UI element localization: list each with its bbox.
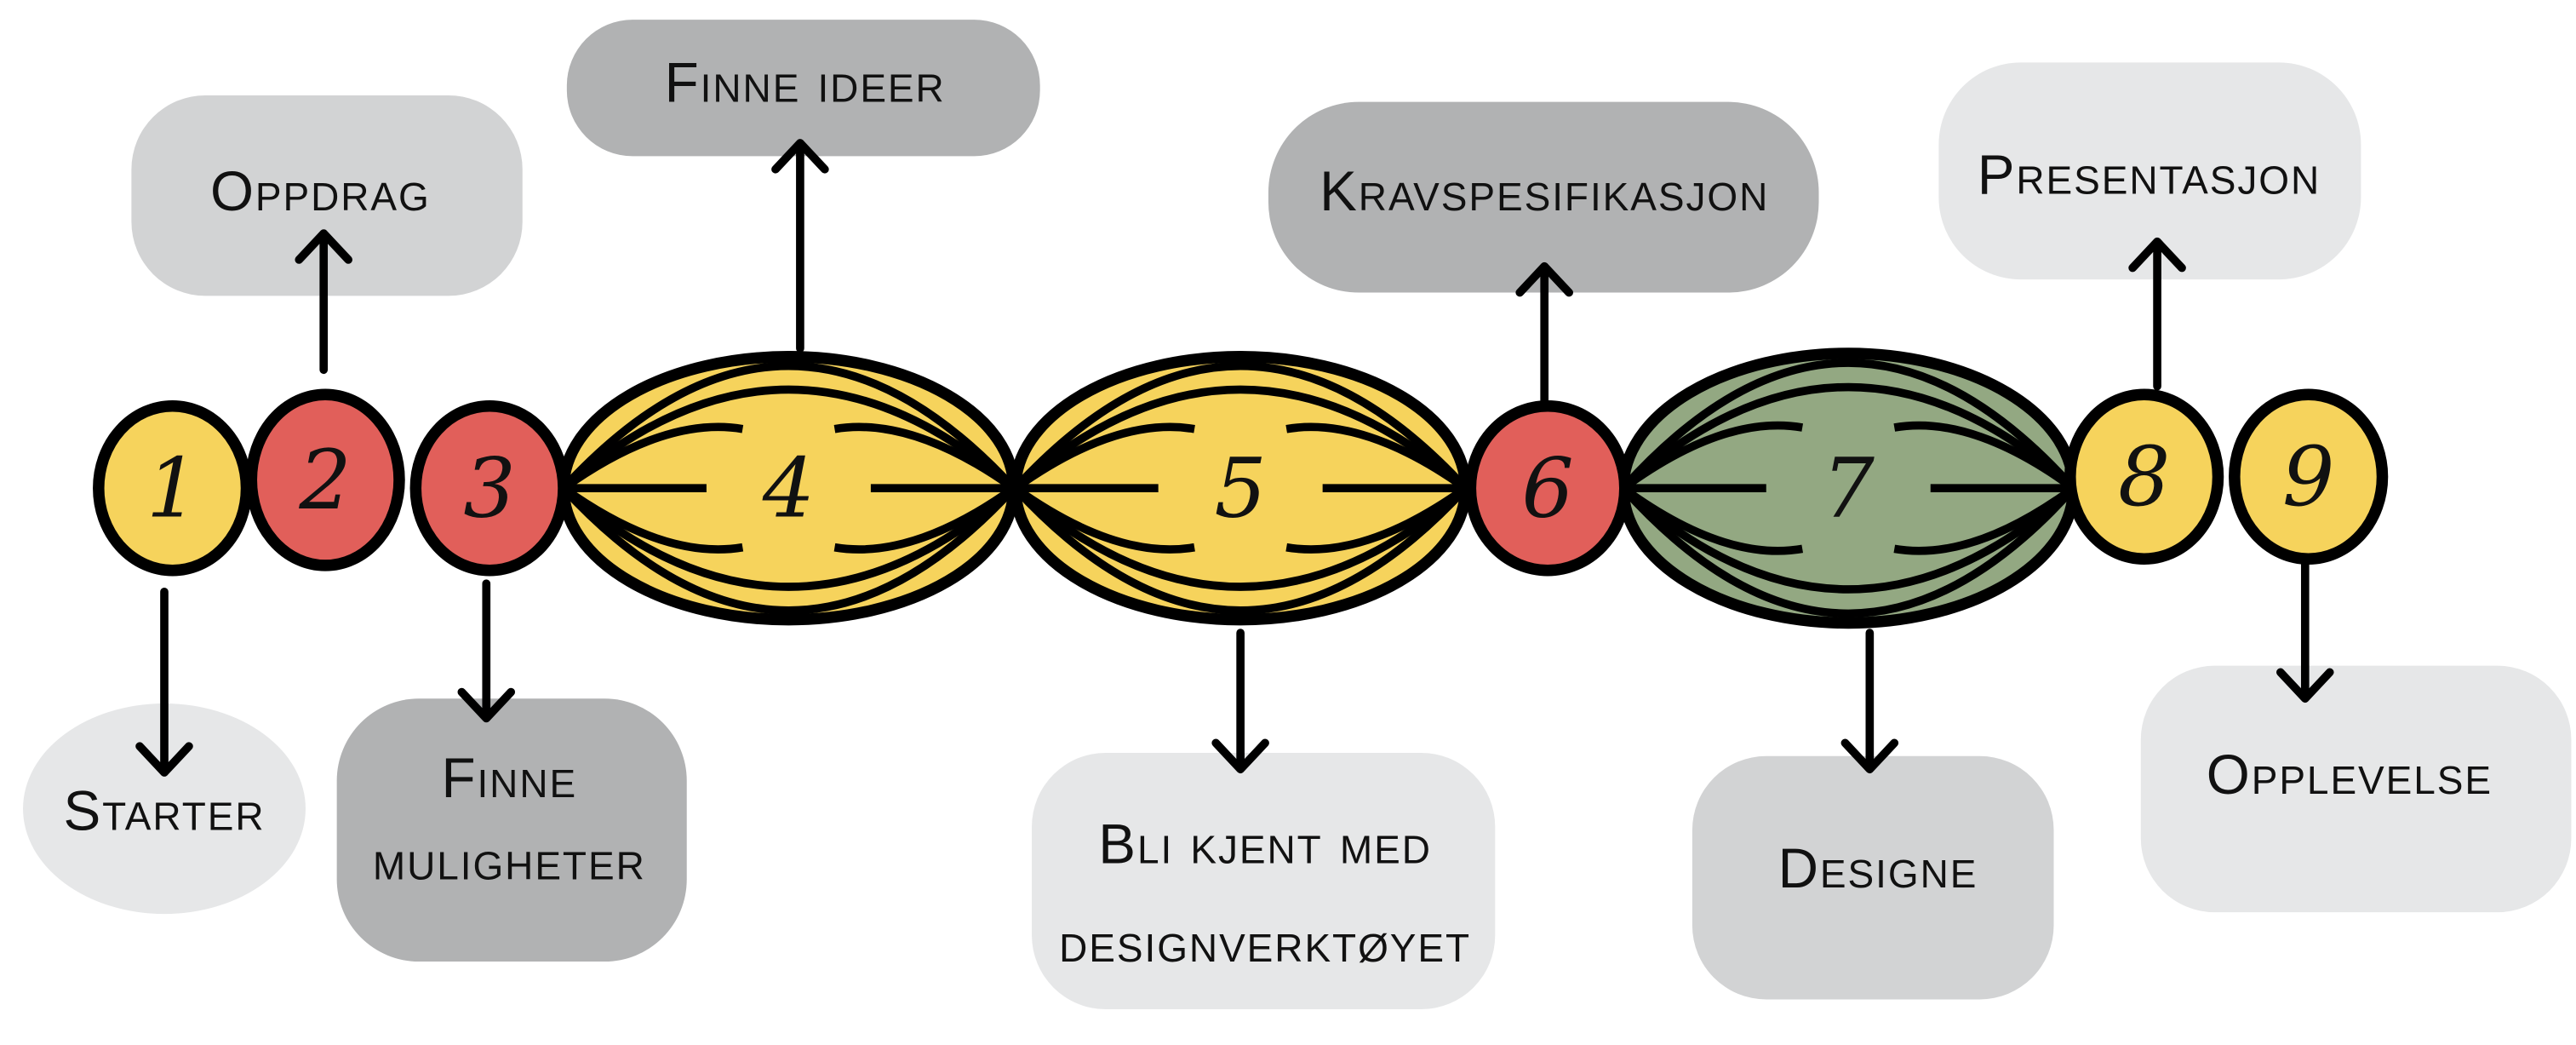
lens-line	[560, 385, 1016, 491]
box-finne-muligheter	[336, 698, 687, 962]
label-bli-kjent: Bli kjent med	[1098, 812, 1432, 875]
box-opplevelse	[2140, 665, 2572, 913]
step-node-9: 9	[2229, 388, 2389, 565]
label-opplevelse: Opplevelse	[2207, 744, 2493, 806]
box-bli-kjent	[1032, 752, 1496, 1010]
lens-line	[1285, 422, 1468, 492]
step-node-5: 5	[1009, 351, 1472, 626]
lens-line	[561, 485, 744, 554]
lens-line	[1620, 359, 2077, 491]
lens-line	[1012, 422, 1195, 492]
lens-line	[833, 485, 1016, 554]
lens-line	[833, 422, 1016, 492]
step-number: 6	[1521, 440, 1573, 537]
label-finne: Finne	[441, 747, 577, 809]
step-node-2: 2	[245, 388, 405, 571]
lens-line	[560, 361, 1017, 491]
step-number: 4	[762, 440, 815, 537]
node-shape	[1464, 399, 1631, 577]
lens-line	[560, 485, 1016, 591]
arrow-down-icon	[1211, 629, 1269, 774]
label-designe: Designe	[1778, 837, 1978, 899]
step-number: 2	[298, 432, 351, 528]
lens-line	[1012, 361, 1469, 491]
step-number: 5	[1214, 440, 1266, 537]
label-presentasjon: Presentasjon	[1978, 144, 2321, 206]
node-shape	[2064, 388, 2224, 565]
lens-line	[1012, 385, 1468, 491]
lens-line	[1285, 485, 1468, 554]
step-node-1: 1	[93, 399, 253, 577]
node-shape	[409, 399, 570, 577]
arrow-down-icon	[2276, 554, 2334, 703]
step-number: 7	[1823, 440, 1875, 537]
arrows	[135, 139, 2334, 777]
box-kravspesifikasjon	[1268, 101, 1819, 293]
step-node-7: 7	[1617, 347, 2080, 629]
step-node-6: 6	[1464, 399, 1631, 577]
arrow-up-icon	[771, 139, 829, 353]
label-starter: Starter	[63, 780, 265, 842]
arrow-up-icon	[1515, 261, 1573, 407]
step-node-8: 8	[2064, 388, 2224, 565]
lens-line	[1012, 485, 1469, 615]
arrow-up-icon	[2128, 237, 2186, 391]
arrow-up-icon	[295, 229, 352, 375]
lens-line	[560, 485, 1017, 615]
step-number: 9	[2282, 428, 2334, 525]
lens-line	[561, 422, 744, 492]
step-number: 3	[463, 440, 515, 537]
label-finne-ideer: Finne ideer	[665, 52, 946, 114]
step-number: 1	[146, 440, 198, 537]
arrow-down-icon	[457, 579, 516, 723]
lens-line	[1012, 485, 1195, 554]
lens-line	[1620, 485, 2077, 618]
box-designe	[1692, 755, 2054, 1000]
box-finne-ideer	[566, 20, 1040, 157]
lens-line	[1620, 485, 2076, 594]
arrow-down-icon	[1840, 629, 1899, 774]
node-shape	[2229, 388, 2389, 565]
lens-line	[1620, 421, 1804, 492]
box-oppdrag	[131, 95, 523, 296]
lens-line	[1893, 485, 2076, 555]
lens-line	[1012, 485, 1468, 591]
lens-line	[1620, 485, 1804, 555]
lens-line	[1893, 421, 2076, 492]
step-number: 8	[2118, 428, 2170, 525]
step-node-4: 4	[558, 351, 1020, 626]
box-presentasjon	[1938, 62, 2361, 280]
step-node-3: 3	[409, 399, 570, 577]
label-designverktoyet: designverktøyet	[1059, 911, 1471, 973]
node-shape	[245, 388, 405, 571]
label-muligheter: muligheter	[373, 830, 646, 892]
label-kravspesifikasjon: Kravspesifikasjon	[1319, 160, 1769, 222]
lens-line	[1620, 382, 2076, 491]
arrow-down-icon	[135, 587, 193, 777]
box-starter	[23, 703, 306, 915]
label-oppdrag: Oppdrag	[210, 160, 431, 222]
